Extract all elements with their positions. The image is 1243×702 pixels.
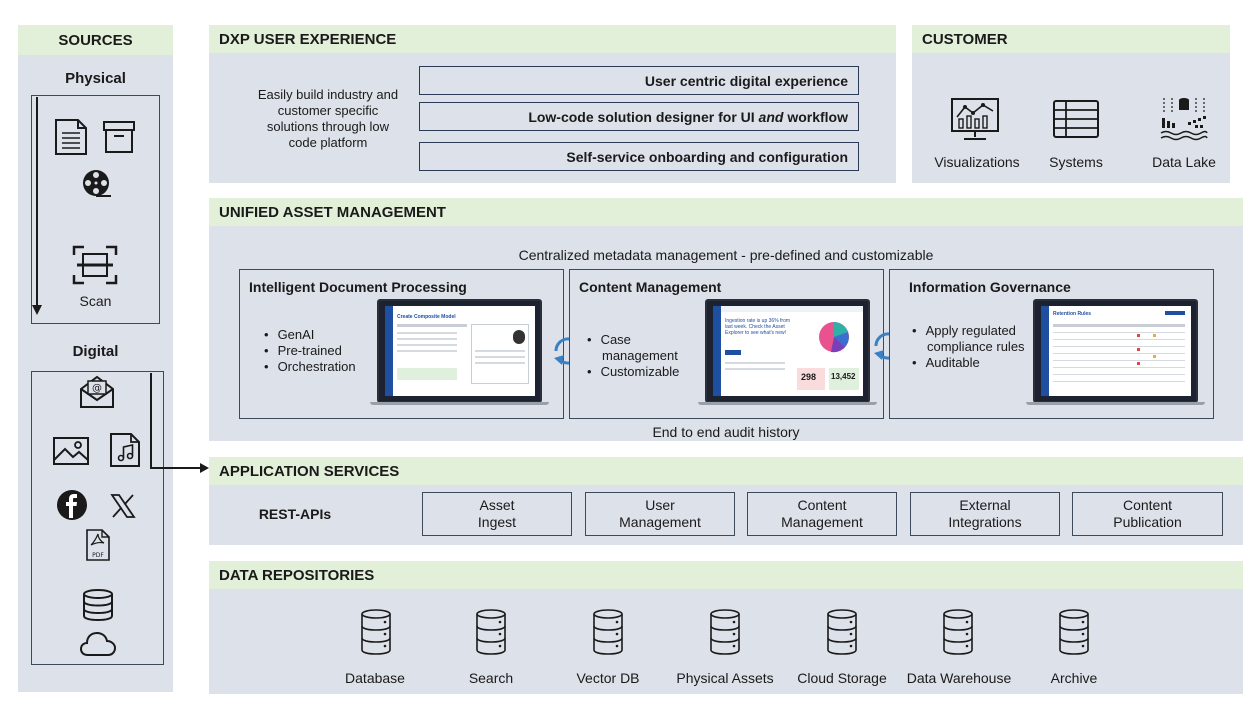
bullet-apply-compliance: Apply regulated compliance rules: [912, 323, 1032, 355]
svg-text:PDF: PDF: [92, 552, 104, 559]
dxp-item-self-service: Self-service onboarding and configuratio…: [419, 142, 859, 171]
service-asset-ingest: Asset Ingest: [422, 492, 572, 536]
uam-top-text: Centralized metadata management - pre-de…: [518, 247, 934, 263]
sources-header: SOURCES: [18, 25, 173, 55]
dxp-header: DXP USER EXPERIENCE: [209, 25, 896, 53]
bullet-orchestration: Orchestration: [264, 359, 356, 375]
digital-label: Digital: [72, 343, 119, 360]
rest-apis-label: REST-APIs: [258, 506, 332, 522]
bullet-customizable: Customizable: [587, 364, 697, 380]
vector-db-icon: [593, 609, 623, 655]
repo-data-warehouse-label: Data Warehouse: [906, 670, 1012, 686]
app-services-header: APPLICATION SERVICES: [209, 457, 1243, 485]
idp-screenshot: Create Composite Model: [377, 299, 542, 403]
data-lake-icon: [1160, 98, 1208, 141]
customer-panel: [912, 53, 1230, 183]
ig-laptop-base: [1026, 402, 1205, 405]
email-icon: @: [80, 375, 114, 408]
database-icon: [83, 589, 113, 622]
document-icon: [55, 119, 87, 155]
customer-data-lake-label: Data Lake: [1152, 154, 1216, 170]
dashboard-monitor-icon: [951, 98, 999, 140]
x-logo-icon: [110, 494, 136, 518]
dxp-item-low-code-text: Low-code solution designer for UI and wo…: [528, 108, 848, 125]
card-idp-bullets: GenAI Pre-trained Orchestration: [264, 327, 356, 375]
repo-search-label: Search: [468, 670, 514, 686]
data-warehouse-db-icon: [943, 609, 973, 655]
uam-header: UNIFIED ASSET MANAGEMENT: [209, 198, 1243, 226]
service-external-integrations: External Integrations: [910, 492, 1060, 536]
bullet-genai: GenAI: [264, 327, 356, 343]
bullet-case-management: Case management: [587, 332, 697, 364]
dxp-item-user-centric: User centric digital experience: [419, 66, 859, 95]
customer-systems-label: Systems: [1049, 154, 1103, 170]
archive-db-icon: [1059, 609, 1089, 655]
cm-pie-chart: [819, 322, 849, 353]
idp-screen-title: Create Composite Model: [397, 314, 456, 320]
search-db-icon: [476, 609, 506, 655]
service-content-management: Content Management: [747, 492, 897, 536]
image-icon: [53, 437, 89, 465]
facebook-icon: [57, 490, 87, 520]
cloud-icon: [79, 631, 117, 656]
repos-header: DATA REPOSITORIES: [209, 561, 1243, 589]
service-content-publication: Content Publication: [1072, 492, 1223, 536]
physical-box: [31, 95, 160, 324]
service-user-management: User Management: [585, 492, 735, 536]
bullet-auditable: Auditable: [912, 355, 1032, 371]
idp-laptop-base: [370, 402, 549, 405]
cm-stat-2: 13,452: [831, 372, 856, 381]
uam-bottom-text: End to end audit history: [652, 424, 800, 440]
cm-screen-headline: Ingestion rate is up 36% from last week.…: [725, 318, 791, 336]
physical-label: Physical: [65, 70, 126, 87]
repo-archive-label: Archive: [1050, 670, 1098, 686]
card-ig-bullets: Apply regulated compliance rules Auditab…: [912, 323, 1032, 371]
scan-label: Scan: [79, 293, 112, 309]
card-ig-title: Information Governance: [909, 279, 1071, 295]
database-icon: [361, 609, 391, 655]
repo-database-label: Database: [345, 670, 405, 686]
digital-box: [31, 371, 164, 665]
cm-screenshot: Ingestion rate is up 36% from last week.…: [705, 299, 870, 403]
digital-flow-arrow: [150, 373, 209, 473]
pdf-icon: PDF: [86, 529, 110, 561]
music-file-icon: [110, 433, 140, 467]
dxp-item-low-code: Low-code solution designer for UI and wo…: [419, 102, 859, 131]
customer-visualizations-label: Visualizations: [934, 154, 1020, 170]
archive-box-icon: [103, 121, 135, 153]
physical-flow-arrow: [32, 97, 42, 315]
ig-screenshot: Retention Rules: [1033, 299, 1198, 403]
card-idp-title: Intelligent Document Processing: [249, 279, 467, 295]
ig-screen-title: Retention Rules: [1053, 311, 1092, 317]
server-stack-icon: [1053, 100, 1099, 138]
cm-stat-1: 298: [801, 372, 817, 382]
film-reel-icon: [83, 170, 111, 197]
card-cm-bullets: Case management Customizable: [587, 332, 697, 380]
repo-vector-db-label: Vector DB: [576, 670, 640, 686]
svg-text:@: @: [92, 383, 102, 394]
bullet-pre-trained: Pre-trained: [264, 343, 356, 359]
card-cm-title: Content Management: [579, 279, 722, 295]
customer-header: CUSTOMER: [912, 25, 1230, 53]
dxp-description: Easily build industry and customer speci…: [257, 87, 399, 150]
repo-cloud-storage-label: Cloud Storage: [797, 670, 887, 686]
cm-laptop-base: [698, 402, 877, 405]
physical-assets-db-icon: [710, 609, 740, 655]
repo-physical-assets-label: Physical Assets: [676, 670, 774, 686]
scanner-icon: [72, 245, 118, 285]
cloud-storage-db-icon: [827, 609, 857, 655]
